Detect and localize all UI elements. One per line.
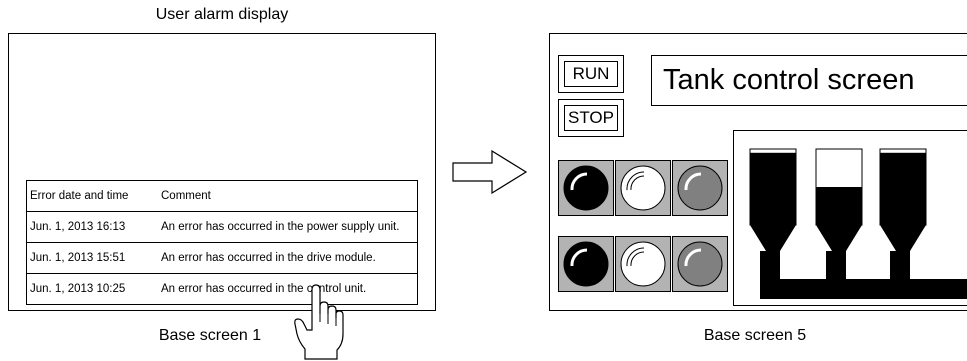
lamp-gray [672,160,728,216]
user-alarm-display-caption: User alarm display [155,6,289,23]
tank-control-title: Tank control screen [651,55,967,106]
column-header-datetime: Error date and time [30,190,129,202]
run-button-label: RUN [564,61,618,87]
lamp-circle-icon [620,241,666,287]
alarm-table-header: Error date and time Comment [27,181,417,211]
base-screen-1-caption: Base screen 1 [158,327,262,344]
alarm-datetime: Jun. 1, 2013 15:51 [30,252,126,264]
stop-button-label: STOP [564,105,618,131]
lamp-circle-icon [677,165,723,211]
alarm-datetime: Jun. 1, 2013 16:13 [30,221,126,233]
tank-panel [733,130,967,306]
tank-level-fill [750,152,796,225]
tank-level-fill [880,152,926,225]
right-arrow-icon [452,150,528,194]
pipe-network [760,251,967,299]
tank-3 [879,148,927,251]
stop-button[interactable]: STOP [558,99,624,137]
base-screen-5-caption: Base screen 5 [703,327,807,344]
hand-pointer-icon [294,284,344,360]
alarm-comment: An error has occurred in the control uni… [161,283,367,295]
alarm-row[interactable]: Jun. 1, 2013 16:13 An error has occurred… [27,211,417,242]
alarm-comment: An error has occurred in the drive modul… [161,252,376,264]
lamp-circle-icon [563,241,609,287]
alarm-comment: An error has occurred in the power suppl… [161,221,400,233]
lamp-circle-icon [563,165,609,211]
lamp-circle-icon [620,165,666,211]
run-button[interactable]: RUN [558,55,624,93]
alarm-row[interactable]: Jun. 1, 2013 15:51 An error has occurred… [27,242,417,273]
tank-2 [815,148,863,251]
lamp-circle-icon [677,241,723,287]
lamp-black [558,160,614,216]
lamp-white [615,160,671,216]
tank-level-fill [816,187,862,225]
lamp-black [558,236,614,292]
lamp-white [615,236,671,292]
base-screen-5: RUN STOP Tank control screen [549,33,967,311]
tank-1 [749,148,797,251]
alarm-row[interactable]: Jun. 1, 2013 10:25 An error has occurred… [27,273,417,304]
base-screen-1: Error date and time Comment Jun. 1, 2013… [8,33,436,311]
tank-graphic [749,148,967,299]
user-alarm-table: Error date and time Comment Jun. 1, 2013… [26,180,418,305]
lamp-gray [672,236,728,292]
column-header-comment: Comment [161,190,211,202]
alarm-datetime: Jun. 1, 2013 10:25 [30,283,126,295]
